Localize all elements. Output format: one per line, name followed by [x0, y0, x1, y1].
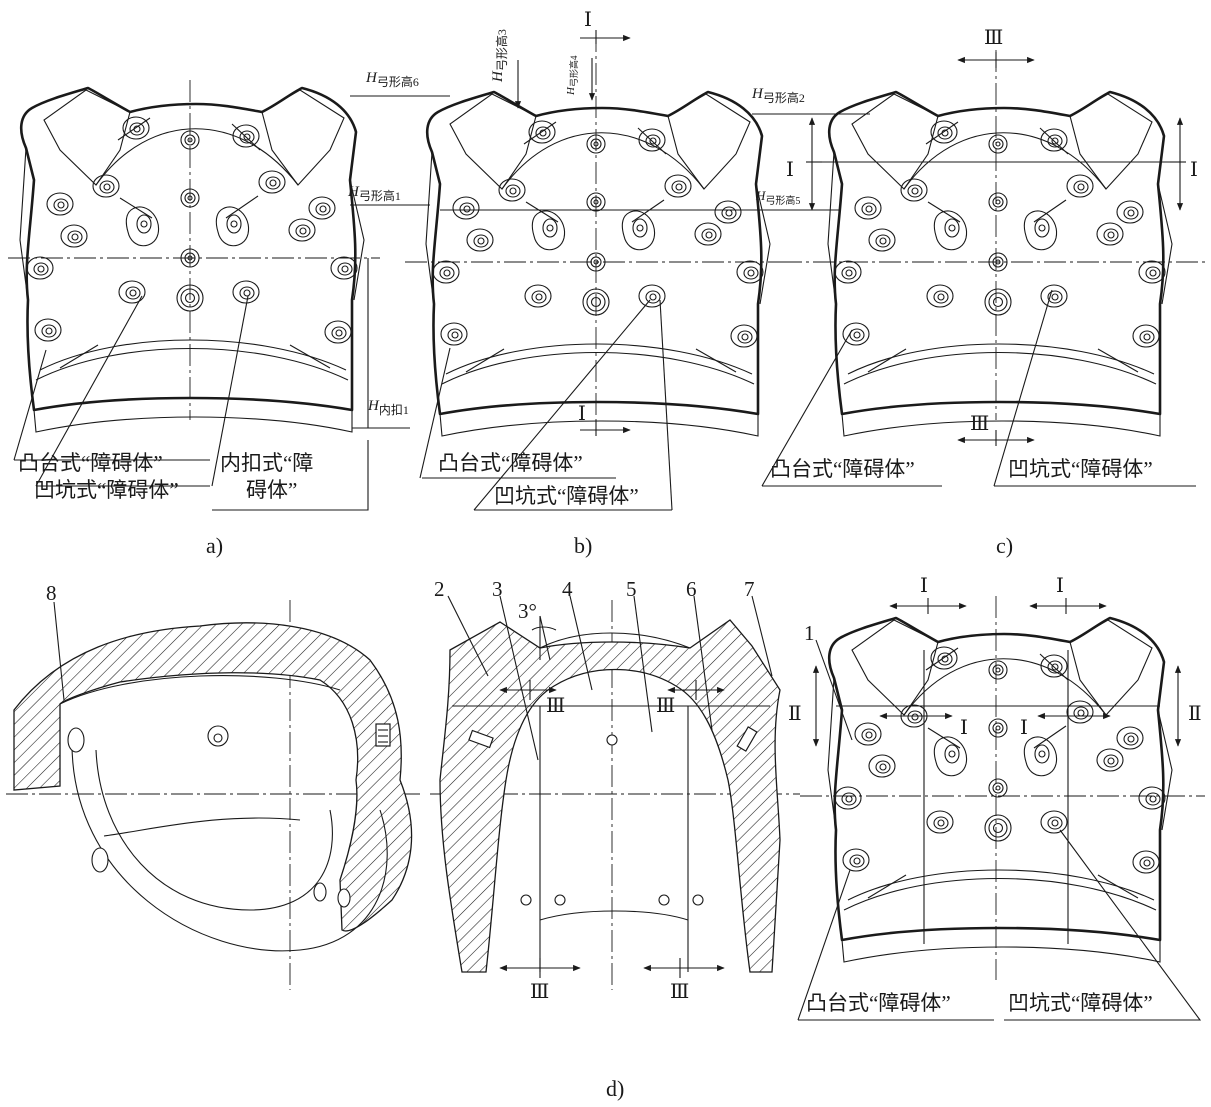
caption-b: b): [574, 533, 592, 558]
label-pit-obstacle-a: 凹坑式“障碍体”: [34, 478, 179, 502]
section-mark-III-d-bottom-left: Ⅲ: [530, 981, 549, 1003]
label-pit-obstacle-c: 凹坑式“障碍体”: [1008, 457, 1153, 481]
label-boss-obstacle-b: 凸台式“障碍体”: [438, 451, 583, 475]
part-label-7: 7: [744, 577, 755, 601]
panel-d-front-section: Ⅲ Ⅲ Ⅲ Ⅲ 3° 2 3 4 5 6 7: [430, 577, 800, 1003]
section-mark-II-d-right: Ⅱ: [1188, 703, 1202, 725]
panel-d-side-section: 8: [6, 581, 420, 990]
label-inner-obstacle-line1: 内扣式“障: [220, 451, 313, 475]
section-mark-I-top: Ⅰ: [584, 9, 592, 31]
part-label-5: 5: [626, 577, 637, 601]
section-mark-I-left: Ⅰ: [786, 159, 794, 181]
section-mark-II-d-left: Ⅱ: [788, 703, 802, 725]
caption-c: c): [996, 533, 1013, 558]
panel-c: Ⅲ Ⅲ Ⅰ Ⅰ H弓形高2 H弓形高5 凸台式“障碍体” 凹坑式“障碍体” c): [440, 27, 1205, 558]
dim-h-arc-2: H弓形高2: [751, 86, 805, 105]
part-label-3: 3: [492, 577, 503, 601]
section-mark-I-d-left: Ⅰ: [920, 575, 928, 597]
draft-angle-label: 3°: [518, 599, 537, 623]
part-label-6: 6: [686, 577, 697, 601]
caption-a: a): [206, 533, 223, 558]
label-pit-obstacle-d: 凹坑式“障碍体”: [1008, 991, 1153, 1015]
dim-h-arc-3: H弓形高3: [490, 29, 509, 83]
panel-a: H弓形高6 H弓形高1 H内扣1 凸台式“障碍体” 凹坑式“障碍体” 内扣式“障…: [8, 70, 450, 558]
label-pit-obstacle-b: 凹坑式“障碍体”: [494, 484, 639, 508]
part-label-4: 4: [562, 577, 573, 601]
panel-d-front-view: Ⅰ Ⅰ Ⅰ Ⅰ Ⅱ Ⅱ 1 凸台式“障碍体” 凹坑式“障碍体”: [788, 575, 1205, 1021]
section-mark-I-bottom: Ⅰ: [578, 403, 586, 425]
label-boss-obstacle-a: 凸台式“障碍体”: [18, 451, 163, 475]
caption-d: d): [606, 1076, 624, 1101]
part-label-8: 8: [46, 581, 57, 605]
section-mark-III-bottom: Ⅲ: [970, 413, 989, 435]
section-mark-III-d-bottom-right: Ⅲ: [670, 981, 689, 1003]
dim-h-arc-5: H弓形高5: [755, 188, 800, 207]
dim-h-inner-1: H内扣1: [367, 398, 409, 417]
dim-h-arc-6: H弓形高6: [365, 70, 419, 89]
section-mark-I-right: Ⅰ: [1190, 159, 1198, 181]
dim-h-arc-1: H弓形高1: [347, 184, 401, 203]
section-mark-III-d-left: Ⅲ: [546, 695, 565, 717]
section-mark-I-d-right: Ⅰ: [1056, 575, 1064, 597]
section-mark-III-d-right: Ⅲ: [656, 695, 675, 717]
section-mark-III-top: Ⅲ: [984, 27, 1003, 49]
label-boss-obstacle-c: 凸台式“障碍体”: [770, 457, 915, 481]
section-mark-I-d-inner-right: Ⅰ: [1020, 717, 1028, 739]
panel-b: Ⅰ Ⅰ H弓形高3 H弓形高4 凸台式“障碍体” 凹坑式“障碍体” b): [405, 9, 790, 558]
part-label-1: 1: [804, 621, 815, 645]
section-mark-I-d-inner-left: Ⅰ: [960, 717, 968, 739]
label-boss-obstacle-d: 凸台式“障碍体”: [806, 991, 951, 1015]
dim-h-arc-4: H弓形高4: [565, 55, 579, 96]
label-inner-obstacle-line2: 碍体”: [246, 478, 297, 502]
part-label-2: 2: [434, 577, 445, 601]
